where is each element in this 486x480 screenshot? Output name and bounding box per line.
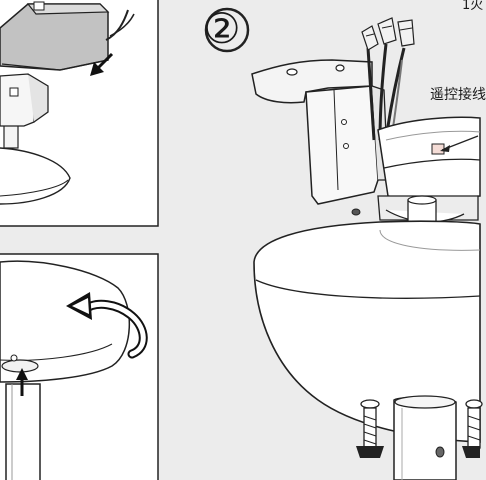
corner-label: 1火: [462, 0, 484, 13]
canopy-cover: [0, 1, 110, 71]
main-illustration: [204, 7, 483, 480]
mount-bracket: [0, 73, 49, 127]
receiver-housing: [377, 116, 481, 200]
screw-right: [462, 399, 483, 458]
arrow-down-left-icon: [90, 52, 114, 76]
ceiling-bracket: [251, 59, 389, 216]
remote-wire-label: 遥控接线: [430, 87, 486, 103]
downrod-main: [393, 395, 457, 480]
motor-housing: [0, 147, 71, 205]
arrow-up-icon: [16, 368, 28, 396]
downrod: [5, 383, 41, 480]
rotate-arrow-icon: [66, 292, 148, 359]
panel-bottom-left: [0, 253, 159, 480]
step-number: ②: [203, 4, 241, 53]
panel-top-left: [0, 0, 159, 227]
screw-left: [356, 399, 384, 458]
step-circle: [204, 7, 250, 53]
mount-joint: [377, 195, 479, 227]
wire-connectors: [361, 17, 415, 51]
canopy-dome: [0, 260, 130, 383]
